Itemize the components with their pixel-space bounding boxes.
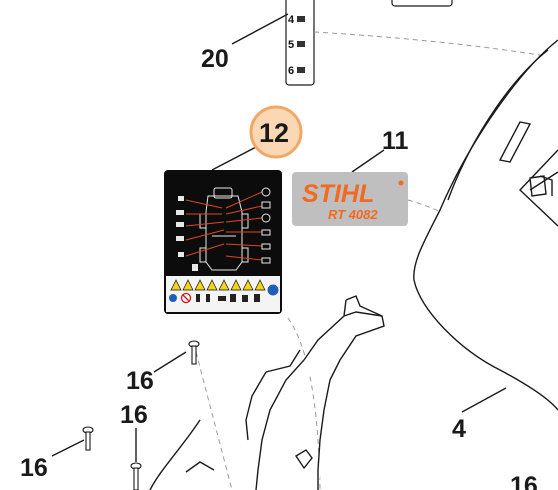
instruction-decal xyxy=(164,170,282,314)
pointer-lines xyxy=(185,191,263,261)
scale-number-5: 5 xyxy=(288,39,294,51)
manual-icon xyxy=(169,294,177,302)
chassis-bracket xyxy=(149,295,385,490)
operator-icon xyxy=(196,294,260,302)
screw-icon xyxy=(188,340,200,365)
screw-icon xyxy=(130,462,142,490)
callout-16: 16 xyxy=(20,454,48,482)
mower-housing xyxy=(413,39,558,411)
screws xyxy=(82,340,200,490)
function-icons-right xyxy=(261,187,271,264)
scale-number-6: 6 xyxy=(288,65,294,77)
warning-icon xyxy=(170,279,266,291)
callout-20: 20 xyxy=(201,45,229,73)
callout-4: 4 xyxy=(452,415,466,443)
no-person-icon xyxy=(180,292,192,304)
scale-mark xyxy=(297,41,305,47)
height-scale-label: 4 5 6 xyxy=(285,0,315,86)
brand-label: STIHL RT 4082 xyxy=(292,172,408,226)
function-icons-left xyxy=(176,196,198,271)
callout-11: 11 xyxy=(382,127,409,155)
model-name: RT 4082 xyxy=(328,207,378,222)
leader-lines xyxy=(51,13,507,462)
callout-12: 12 xyxy=(259,118,289,148)
mower-topview-icon xyxy=(199,187,249,271)
scale-number-4: 4 xyxy=(288,14,295,26)
info-icon xyxy=(266,283,280,297)
scale-mark xyxy=(297,16,305,22)
callout-16: 16 xyxy=(120,401,148,429)
partial-box xyxy=(391,0,453,7)
callout-16: 16 xyxy=(510,472,538,490)
screw-icon xyxy=(82,426,94,451)
scale-mark xyxy=(297,67,305,73)
callout-16: 16 xyxy=(126,367,154,395)
highlight-circle xyxy=(249,105,303,159)
brand-registered-mark xyxy=(398,180,404,186)
brand-name: STIHL xyxy=(302,180,374,208)
